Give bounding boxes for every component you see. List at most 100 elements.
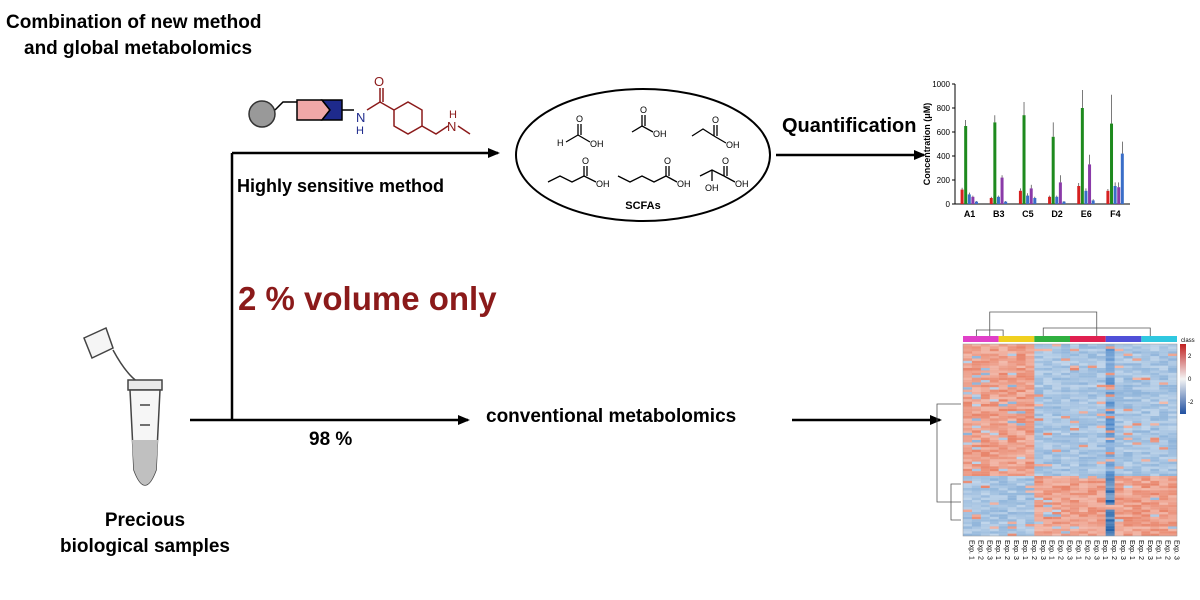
- bar: [1113, 186, 1117, 204]
- heatmap-col-label: Exp. 3: [1092, 540, 1099, 560]
- mol-o-4: O: [582, 156, 589, 166]
- bar: [1058, 182, 1062, 204]
- bar: [974, 201, 978, 204]
- bar: [967, 194, 971, 204]
- bar: [1077, 186, 1081, 204]
- heatmap-col-label: Exp. 3: [1119, 540, 1126, 560]
- title-line-2: and global metabolomics: [24, 38, 253, 59]
- sensitive-method-label: Highly sensitive method: [237, 176, 445, 196]
- bar-y-tick-label: 800: [937, 104, 951, 113]
- linker-blue-block: [320, 99, 343, 121]
- mol-oh-2: OH: [653, 129, 667, 139]
- heatmap-col-label: Exp. 1: [1074, 540, 1081, 560]
- bar: [1004, 201, 1008, 204]
- bar: [1110, 123, 1114, 204]
- bar-category-label: E6: [1081, 209, 1092, 219]
- heatmap-col-label: Exp. 1: [1048, 540, 1055, 560]
- heatmap-col-label: Exp. 1: [1101, 540, 1108, 560]
- reagent-structure: N H O N H: [248, 74, 471, 137]
- scfa-panel: H OH OH OH OH OH OH OH O O O O O O SCFAs: [515, 88, 771, 222]
- nh-label: N: [356, 110, 365, 125]
- bar: [1117, 187, 1121, 204]
- row-dendrogram: [936, 403, 961, 521]
- mol-oh-6: OH: [735, 179, 749, 189]
- bar: [971, 196, 975, 204]
- bar: [960, 189, 964, 204]
- conventional-metabolomics-label: conventional metabolomics: [486, 406, 737, 427]
- legend-class-label: class: [1181, 338, 1195, 344]
- legend-tick-label: 2: [1188, 354, 1192, 360]
- heatmap-col-label: Exp. 2: [1137, 540, 1144, 560]
- heatmap-col-label: Exp. 2: [1083, 540, 1090, 560]
- bar-y-axis-label: Concentration (μM): [922, 103, 932, 186]
- heatmap-col-label: Exp. 3: [1039, 540, 1046, 560]
- bar: [1106, 190, 1110, 204]
- class-color-block: [1034, 336, 1070, 342]
- bar-y-tick-label: 600: [937, 128, 951, 137]
- bar-y-tick-label: 1000: [932, 80, 950, 89]
- heatmap-col-label: Exp. 3: [1012, 540, 1019, 560]
- resin-bead-icon: [248, 100, 276, 128]
- bar: [1048, 196, 1052, 204]
- mol-oh-3: OH: [726, 140, 740, 150]
- class-color-block: [1070, 336, 1106, 342]
- carbonyl-o-label: O: [374, 74, 384, 89]
- heatmap-col-label: Exp. 2: [1057, 540, 1064, 560]
- class-color-block: [963, 336, 999, 342]
- bar: [1000, 177, 1004, 204]
- bar: [996, 196, 1000, 204]
- bar: [989, 198, 993, 204]
- bar-category-label: C5: [1022, 209, 1034, 219]
- heatmap-col-label: Exp. 3: [1066, 540, 1073, 560]
- volume-only-label: 2 % volume only: [238, 280, 497, 317]
- heatmap-col-label: Exp. 1: [1155, 540, 1162, 560]
- bar: [1080, 108, 1084, 204]
- bar: [1120, 153, 1124, 204]
- bar: [1022, 115, 1026, 204]
- sample-tube-icon: [83, 326, 163, 486]
- bar: [1055, 196, 1059, 204]
- flow-lines: [190, 148, 942, 425]
- scfas-label: SCFAs: [625, 200, 660, 212]
- nh-h-label: H: [356, 125, 364, 137]
- mol-oh-7: OH: [705, 183, 719, 193]
- heatmap-col-label: Exp. 2: [1110, 540, 1117, 560]
- bar: [993, 122, 997, 204]
- bar-y-tick-label: 200: [937, 176, 951, 185]
- bar: [1091, 200, 1095, 204]
- legend-tick-label: 0: [1188, 377, 1192, 383]
- bar: [1088, 164, 1092, 204]
- bar: [1029, 188, 1033, 204]
- bar-y-tick-label: 400: [937, 152, 951, 161]
- title-line-1: Combination of new method: [6, 12, 262, 33]
- class-color-block: [998, 336, 1035, 342]
- mol-h-label: H: [557, 138, 564, 148]
- heatmap-col-label: Exp. 1: [1128, 540, 1135, 560]
- bar: [1018, 190, 1022, 204]
- mol-o-5: O: [664, 156, 671, 166]
- heatmap-col-label: Exp. 3: [1173, 540, 1180, 560]
- quantification-label: Quantification: [782, 115, 917, 137]
- legend-gradient: [1180, 344, 1186, 414]
- bar: [1026, 195, 1030, 204]
- heatmap-col-label: Exp. 2: [976, 540, 983, 560]
- samples-line-1: Precious: [104, 510, 186, 531]
- figure-title: Combination of new method and global met…: [6, 10, 261, 62]
- precious-samples-label: Precious biological samples: [50, 508, 240, 560]
- class-color-block: [1105, 336, 1142, 342]
- bar-y-tick-label: 0: [946, 200, 951, 209]
- heatmap-col-label: Exp. 1: [967, 540, 974, 560]
- bar: [964, 126, 968, 204]
- bar-category-label: D2: [1051, 209, 1063, 219]
- class-color-block: [1141, 336, 1177, 342]
- bar: [1062, 201, 1066, 204]
- column-dendrogram: [975, 311, 1151, 336]
- samples-line-2: biological samples: [60, 536, 230, 557]
- mol-o-6: O: [722, 156, 729, 166]
- heatmap-col-label: Exp. 2: [1164, 540, 1171, 560]
- heatmap-col-label: Exp. 3: [1146, 540, 1153, 560]
- heatmap-col-label: Exp. 3: [985, 540, 992, 560]
- heatmap-col-label: Exp. 1: [994, 540, 1001, 560]
